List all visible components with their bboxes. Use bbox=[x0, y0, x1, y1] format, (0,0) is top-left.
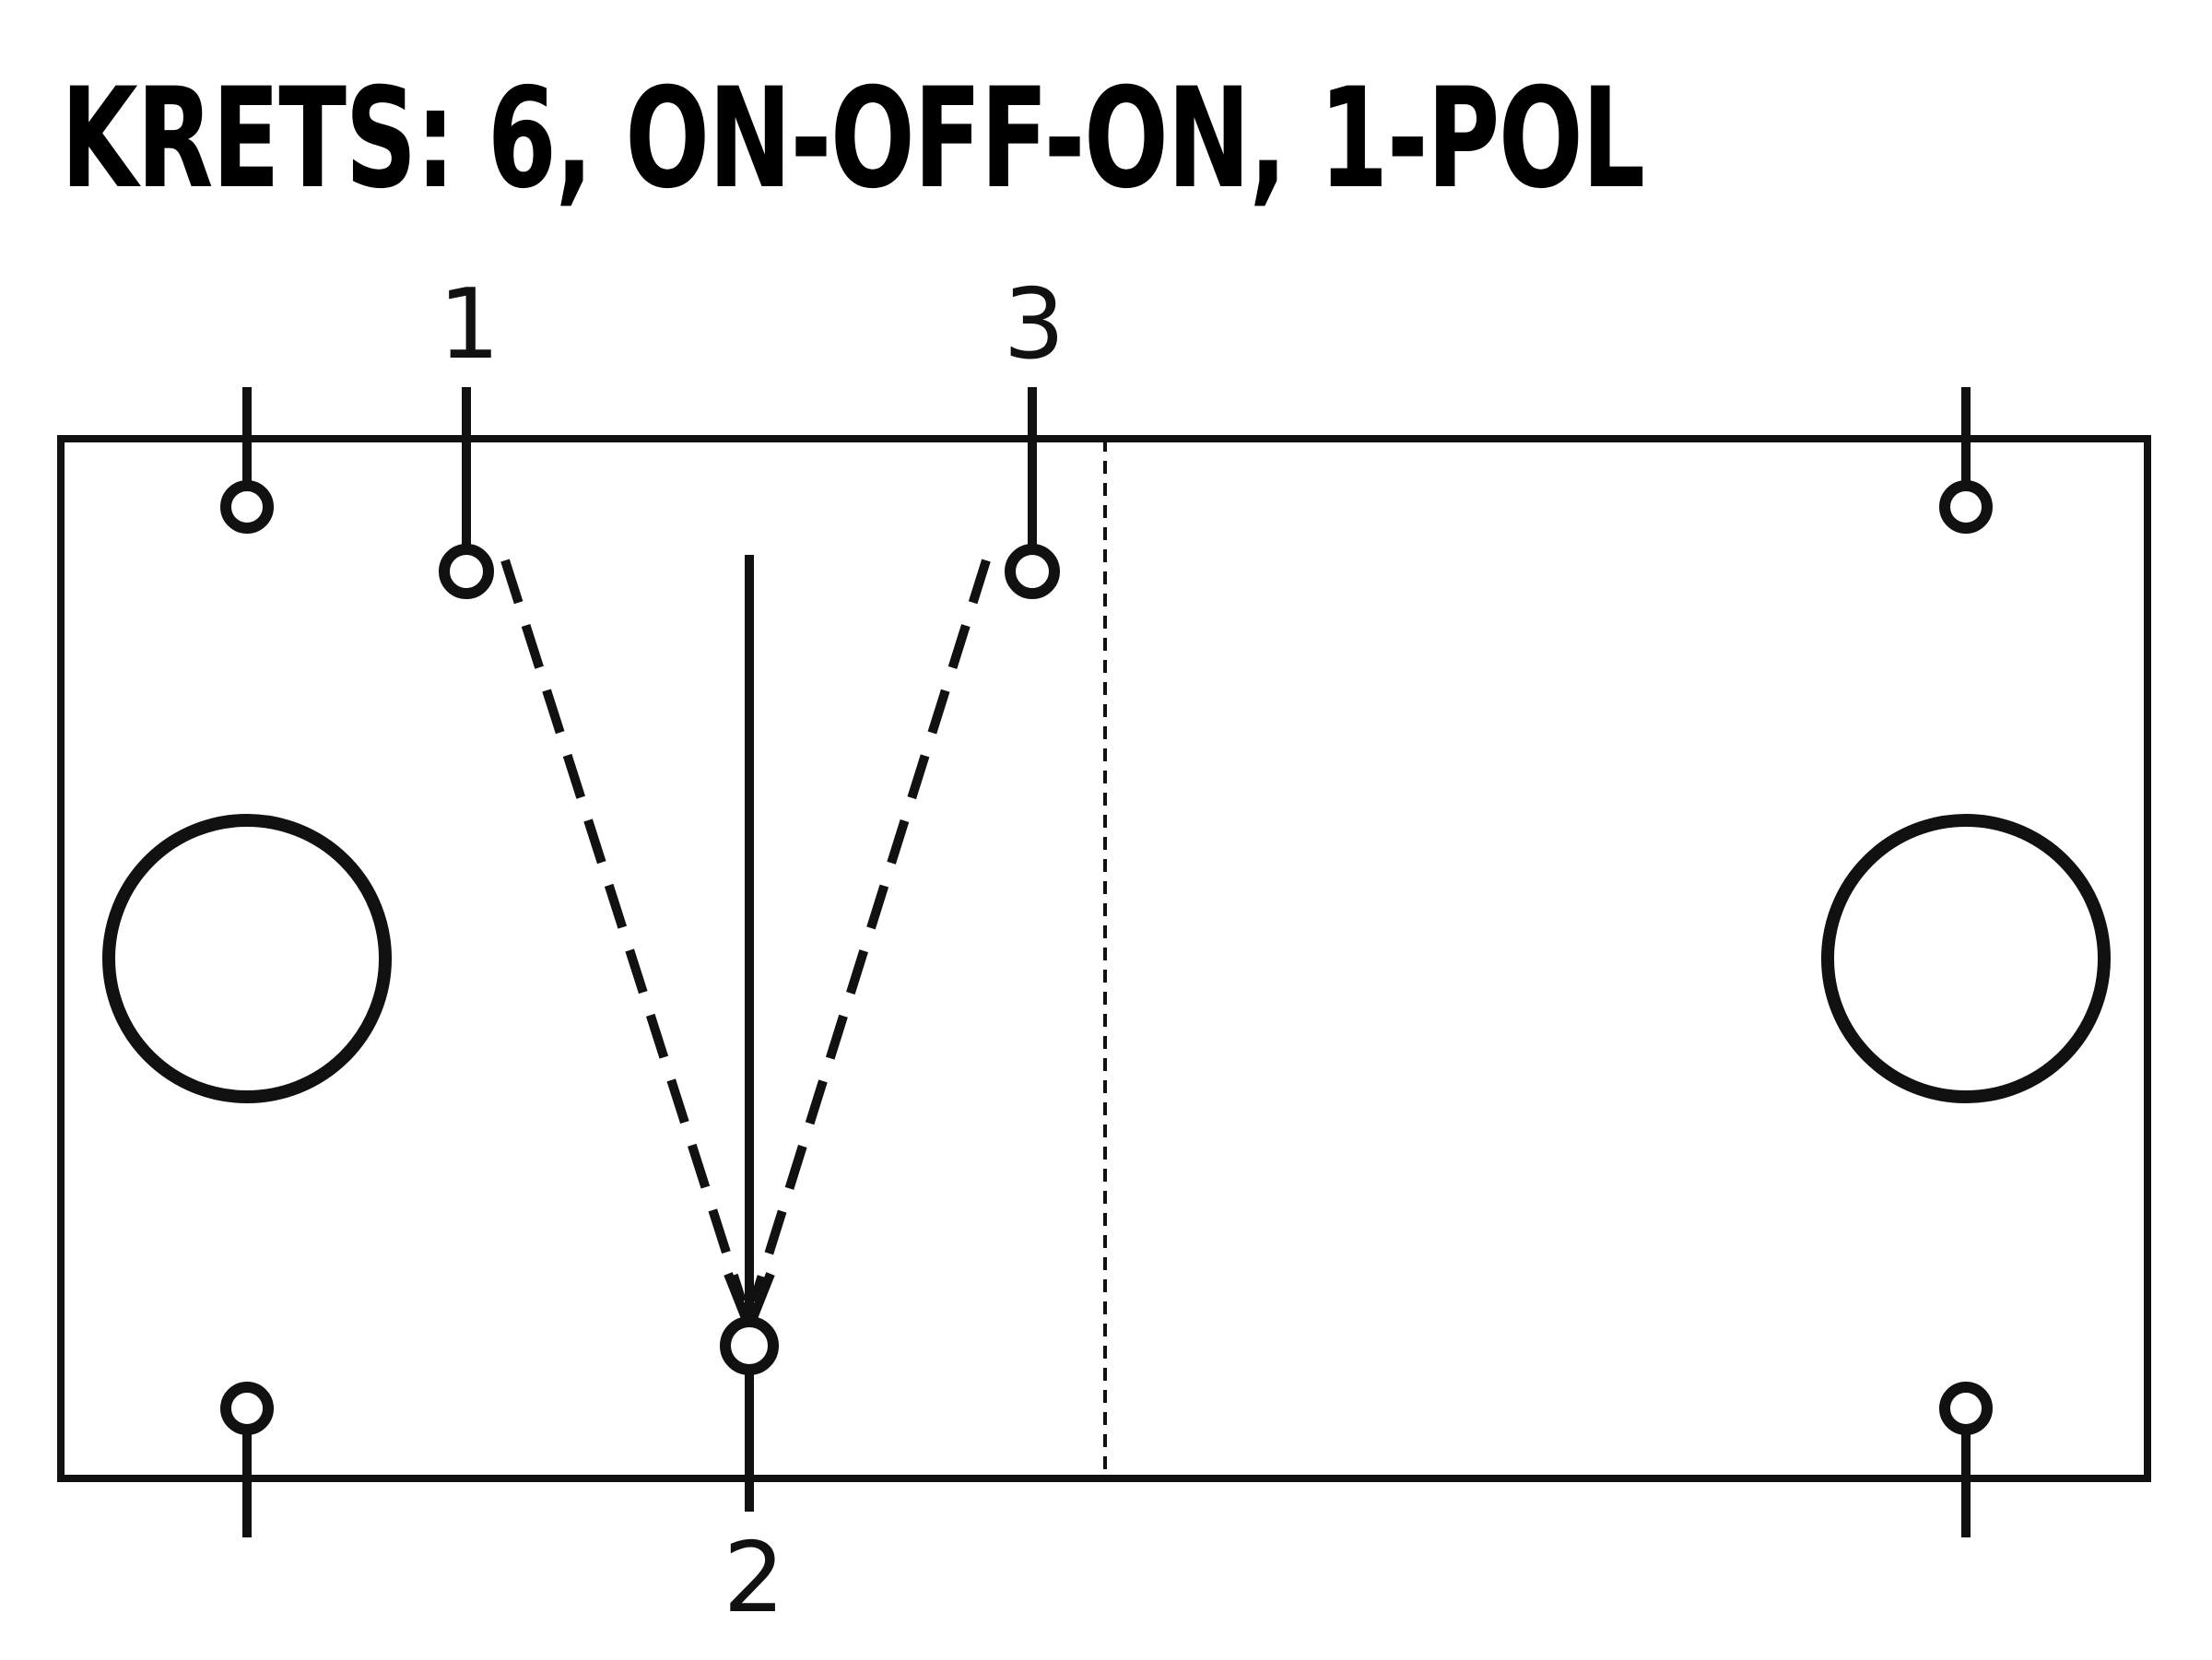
mounting-hole-right bbox=[1821, 814, 2111, 1103]
corner-terminal-bottom-left bbox=[220, 1382, 274, 1537]
mounting-hole-left bbox=[102, 814, 392, 1103]
switch-path-dashed-to-terminal-1 bbox=[500, 559, 747, 1303]
corner-terminal-top-left bbox=[220, 387, 274, 534]
terminal-2 bbox=[720, 1316, 779, 1512]
corner-terminal-bottom-right bbox=[1939, 1382, 1993, 1537]
diagram-title: KRETS: 6, ON-OFF-ON, 1-POL bbox=[61, 59, 1645, 219]
corner-terminal-top-right bbox=[1939, 387, 1993, 534]
terminal-3 bbox=[1005, 387, 1060, 599]
terminal-2-label: 2 bbox=[724, 1522, 785, 1634]
terminal-1 bbox=[439, 387, 494, 599]
terminal-1-label: 1 bbox=[439, 268, 500, 381]
terminal-3-label: 3 bbox=[1004, 268, 1065, 381]
switch-path-dashed-to-terminal-3 bbox=[749, 559, 991, 1303]
